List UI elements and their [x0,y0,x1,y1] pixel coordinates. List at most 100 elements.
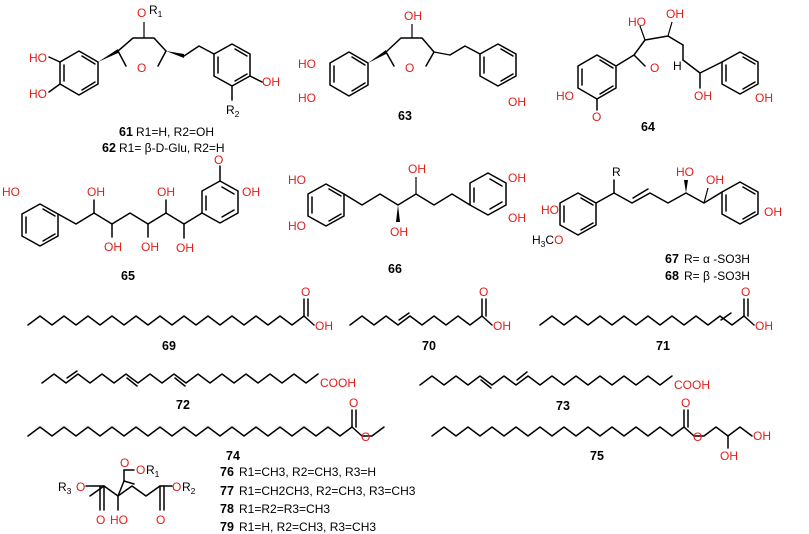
compound-number: 67 [665,252,679,266]
label-r2: R2 [226,103,240,119]
label-oh: HO [298,57,316,71]
compound-substituents: R1=CH2CH3, R2=CH3, R3=CH3 [239,484,416,498]
label-oh: HO [676,165,694,179]
label-oh: OH [508,171,526,185]
label-oh: OH [720,449,738,463]
label-cooh: COOH [320,376,356,390]
compound-number: 77 [220,484,234,498]
compound-number: 69 [162,339,176,353]
label-oh: OH [404,9,422,23]
label-r1: R1 [149,3,163,19]
label-oh: OH [157,185,175,199]
label-oh: HO [628,15,646,29]
label-oh: OH [755,319,773,333]
label-o: O [156,513,165,527]
compound-number: 78 [220,502,234,516]
label-oh: OH [753,429,771,443]
label-oh: OH [141,240,159,254]
label-h: H [673,59,682,73]
label-oh: HO [556,89,574,103]
label-oh: HO [110,513,128,527]
structure-73: COOH 73 [419,371,710,413]
label-o: O [172,480,181,494]
structure-69: O OH 69 [27,285,333,353]
label-oh: OH [242,185,260,199]
compound-number: 65 [121,269,135,283]
label-r1: R1 [146,463,160,479]
compound-number: 75 [590,449,604,463]
structure-64: HO OH O H OH HO O OH 64 [556,7,773,134]
compound-number: 63 [398,109,412,123]
label-oh: OH [262,75,280,89]
compound-substituents: R1=H, R2=OH [136,125,214,139]
label-o: O [479,285,488,299]
compound-substituents: R1= β-D-Glu, R2=H [119,141,225,155]
label-r: R [612,165,621,179]
compound-number: 73 [556,399,570,413]
label-oh: OH [104,240,122,254]
compound-number: 71 [656,339,670,353]
label-o: O [301,285,310,299]
label-oh: OH [493,319,511,333]
label-o: O [349,396,358,410]
compound-substituents: R= α -SO3H [684,252,750,266]
structure-70: O OH 70 [349,285,511,353]
label-o: O [592,110,601,124]
label-oh: HO [29,87,47,101]
label-cooh: COOH [674,378,710,392]
label-o: O [693,430,702,444]
label-o: O [137,6,146,20]
label-r3: R3 [58,480,72,496]
label-oh: OH [176,241,194,255]
label-o: O [76,480,85,494]
compound-number: 72 [176,398,190,412]
compound-substituents: R1=H, R2=CH3, R3=CH3 [239,520,376,534]
label-oh: HO [29,51,47,65]
label-oh: HO [2,185,20,199]
label-oh: OH [706,173,724,187]
structure-71: O OH 71 [539,285,773,353]
label-oh: OH [315,319,333,333]
compound-number: 74 [226,449,240,463]
label-oh: HO [288,219,306,233]
structure-66: HO HO OH OH OH OH 66 [288,162,526,276]
label-r2: R2 [182,480,196,496]
compound-number: 64 [641,120,655,134]
label-o: O [120,456,129,470]
compound-substituents: R1=CH3, R2=CH3, R3=H [239,465,376,479]
structure-63: HO HO OH O OH 63 [298,9,526,123]
label-oh: OH [755,91,773,105]
label-o: O [681,396,690,410]
compound-number: 62 [102,141,116,155]
label-o: O [96,513,105,527]
label-o: O [137,61,146,75]
label-oh: HO [298,91,316,105]
compound-number: 70 [422,339,436,353]
compound-substituents: R1=R2=R3=CH3 [239,502,330,516]
label-oh: OH [694,89,712,103]
label-oh: OH [87,185,105,199]
compound-number: 76 [220,465,234,479]
label-oh: OH [508,211,526,225]
label-o: O [214,153,223,167]
structure-76-79: O O R1 R3 O O R2 O HO O 76 R1=CH3, R2=CH… [58,456,416,534]
structure-74: O O 74 [27,396,385,463]
label-oh: OH [764,205,782,219]
label-o: O [650,61,659,75]
label-oh: HO [541,203,559,217]
compound-number: 79 [220,520,234,534]
label-oh: OH [390,225,408,239]
label-h3co: H3CO [532,233,563,249]
label-oh: HO [288,173,306,187]
label-oh: OH [666,7,684,21]
label-o: O [136,463,145,477]
label-o: O [361,430,370,444]
compound-substituents: R= β -SO3H [684,269,750,283]
structure-72: COOH 72 [41,370,356,412]
label-oh: OH [408,162,426,176]
compound-number: 68 [665,269,679,283]
compound-number: 61 [119,125,133,139]
compound-number: 66 [388,262,402,276]
label-oh: OH [508,95,526,109]
